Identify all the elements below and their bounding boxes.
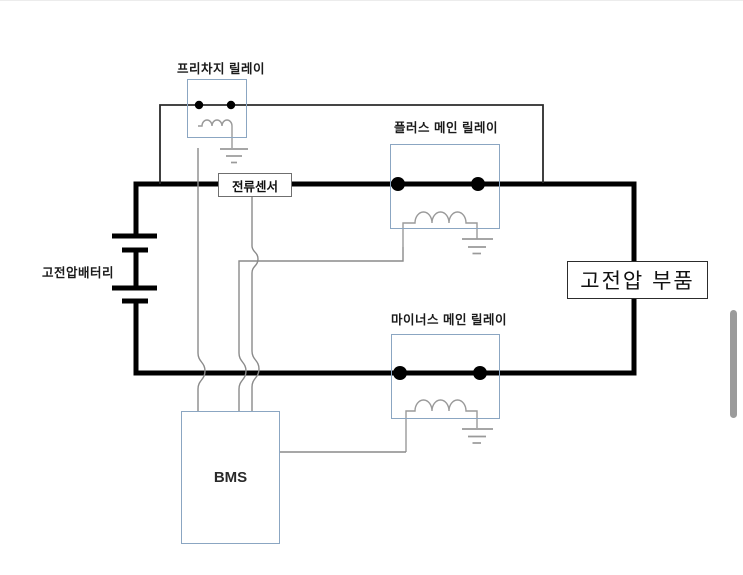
precharge-branch-wire	[159, 104, 544, 184]
bms-control-wires	[197, 148, 406, 453]
precharge-relay-label: 프리차지 릴레이	[177, 62, 265, 76]
plus-main-relay-label: 플러스 메인 릴레이	[394, 121, 498, 135]
precharge-coil-icon	[198, 119, 233, 148]
minus-main-relay-box	[391, 334, 500, 419]
vertical-scrollbar-thumb[interactable]	[730, 310, 737, 418]
minus-relay-contact-dot	[393, 366, 407, 380]
precharge-contact-dot	[226, 100, 236, 110]
hv-bus-loop	[133, 181, 637, 376]
minus-relay-contact-dot	[473, 366, 487, 380]
relay-contact-dots	[194, 100, 487, 380]
precharge-relay-box	[187, 79, 247, 138]
plus-relay-contact-dot	[391, 177, 405, 191]
precharge-ground-icon	[220, 148, 248, 164]
precharge-contact-dot	[194, 100, 204, 110]
plus-main-relay-box	[390, 144, 500, 229]
plus-relay-ground-icon	[462, 238, 493, 255]
current-sensor-box: 전류센서	[218, 173, 292, 197]
plus-relay-contact-dot	[471, 177, 485, 191]
minus-main-relay-label: 마이너스 메인 릴레이	[391, 313, 507, 327]
minus-relay-coil-icon	[405, 399, 478, 452]
minus-relay-ground-icon	[462, 428, 493, 444]
hv-component-box: 고전압 부품	[567, 261, 708, 299]
hv-component-label: 고전압 부품	[580, 270, 695, 293]
plus-relay-coil-icon	[402, 211, 478, 247]
bms-label: BMS	[213, 469, 248, 486]
current-sensor-label: 전류센서	[231, 179, 278, 194]
battery-cells-icon	[112, 233, 157, 304]
bms-box: BMS	[181, 411, 280, 544]
hv-battery-label: 고전압배터리	[42, 266, 115, 280]
